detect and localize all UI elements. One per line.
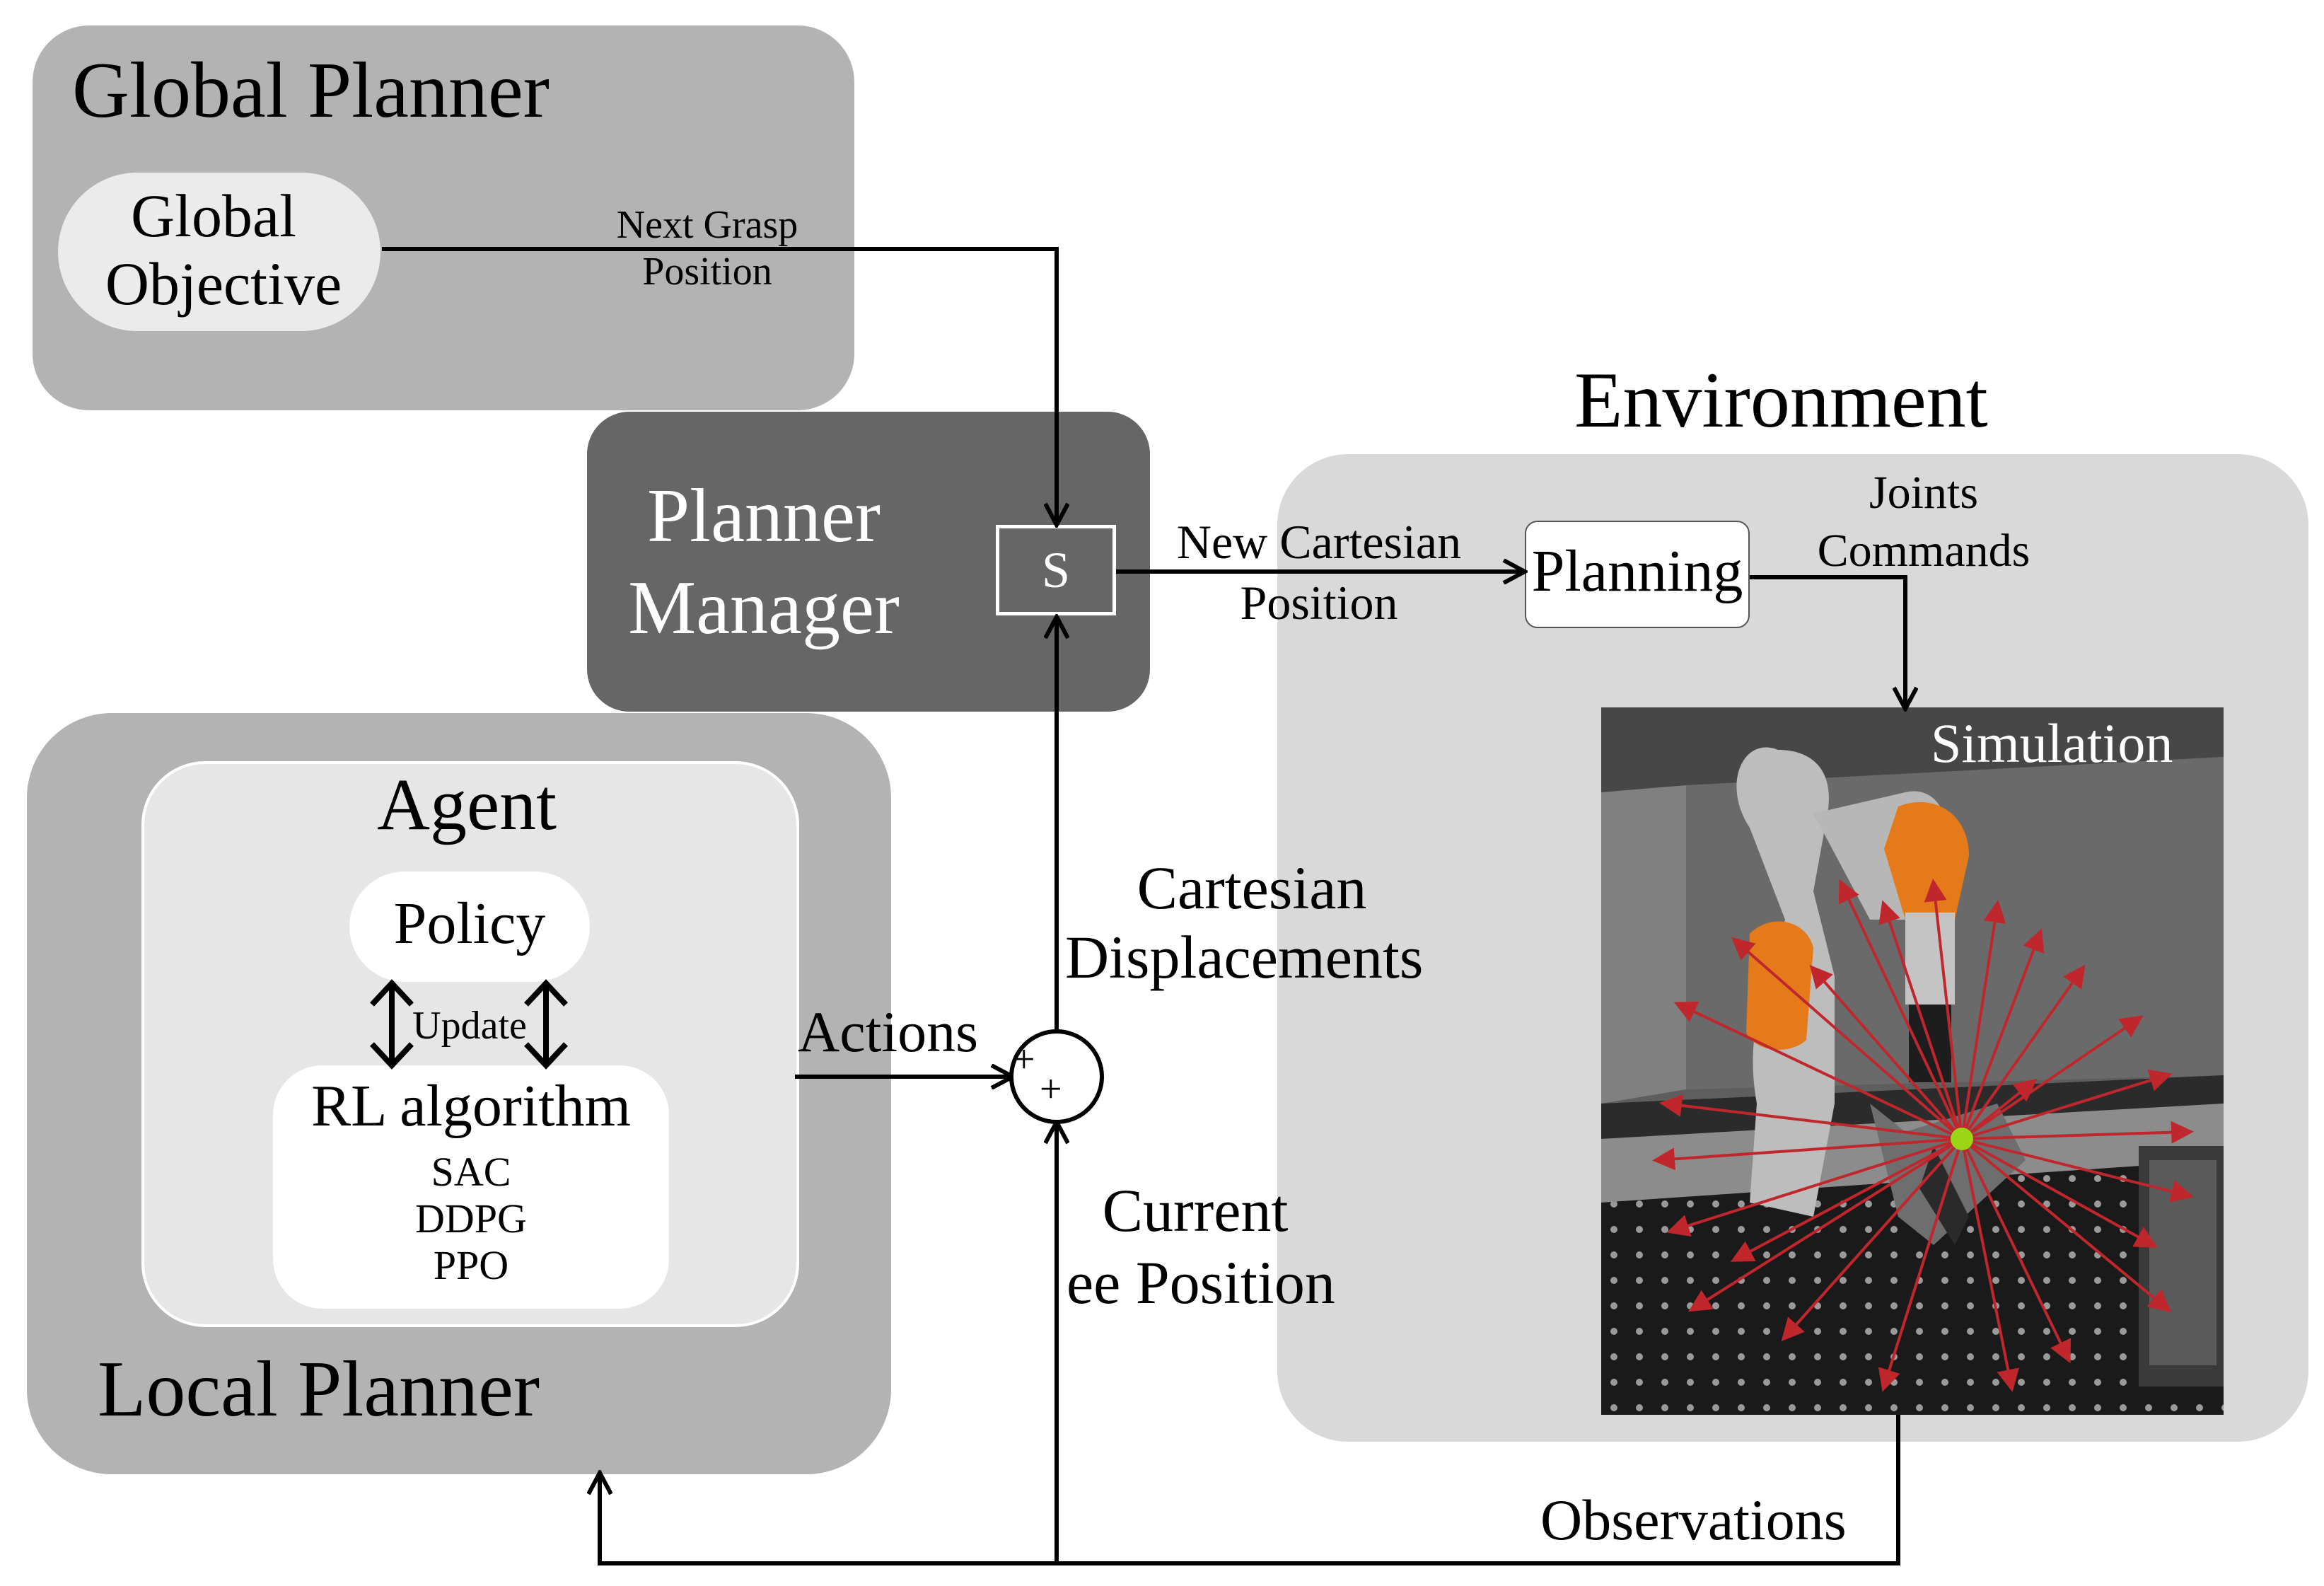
planning-label: Planning: [1531, 538, 1743, 604]
simulation-render: [1601, 707, 2224, 1415]
agent-title: Agent: [376, 764, 557, 845]
summation-node: [1009, 1029, 1104, 1124]
current-ee-label-1: Current: [1102, 1176, 1289, 1244]
global-objective-label-1: Global: [130, 182, 297, 250]
sum-plus-2: +: [1040, 1067, 1062, 1111]
joints-commands-label-1: Joints: [1869, 467, 1979, 519]
joints-commands-label-2: Commands: [1817, 525, 2030, 577]
local-planner-title: Local Planner: [98, 1345, 540, 1433]
new-cartesian-label-1: New Cartesian: [1176, 515, 1462, 569]
switch-node[interactable]: [996, 525, 1116, 615]
force-arrows: [1652, 879, 2194, 1392]
planning-node[interactable]: [1525, 521, 1750, 628]
edge-next-grasp: [382, 247, 1057, 523]
update-arrows: [370, 979, 568, 1070]
global-objective-node: [58, 173, 380, 331]
environment-title: Environment: [1574, 357, 1988, 444]
policy-label: Policy: [393, 891, 546, 956]
simulation-image: [1601, 707, 2224, 1415]
robot-orange-link-1: [1746, 921, 1813, 1050]
global-objective-label-2: Objective: [105, 250, 342, 318]
sim-left-wall: [1601, 785, 1686, 1104]
next-grasp-label-2: Position: [642, 250, 772, 294]
target-point: [1951, 1128, 1973, 1150]
switch-label: S: [1041, 542, 1071, 598]
global-planner-title: Global Planner: [72, 47, 550, 134]
rl-algorithm-node: [273, 1065, 669, 1309]
observations-label: Observations: [1540, 1488, 1847, 1552]
planner-manager-title-1: Planner: [647, 474, 881, 558]
next-grasp-label-1: Next Grasp: [616, 203, 798, 247]
sum-plus-1: +: [1013, 1038, 1035, 1082]
update-label: Update: [412, 1004, 527, 1048]
policy-node: [349, 872, 590, 982]
new-cartesian-label-2: Position: [1240, 576, 1398, 630]
cartesian-displacements-label-1: Cartesian: [1137, 854, 1367, 922]
simulation-label: Simulation: [1931, 712, 2173, 774]
actions-label: Actions: [798, 1000, 979, 1064]
algorithm-ppo: PPO: [433, 1242, 509, 1288]
robot-orange-link-2: [1884, 801, 1969, 920]
cartesian-displacements-label-2: Displacements: [1065, 923, 1424, 991]
rl-algorithm-label: RL algorithm: [311, 1073, 631, 1139]
edge-observations: [600, 1415, 1900, 1565]
algorithm-sac: SAC: [431, 1149, 511, 1195]
edge-joint-commands: [1750, 575, 1905, 707]
algorithm-ddpg: DDPG: [415, 1196, 527, 1241]
current-ee-label-2: ee Position: [1067, 1249, 1335, 1316]
planner-manager-title-2: Manager: [628, 566, 900, 650]
